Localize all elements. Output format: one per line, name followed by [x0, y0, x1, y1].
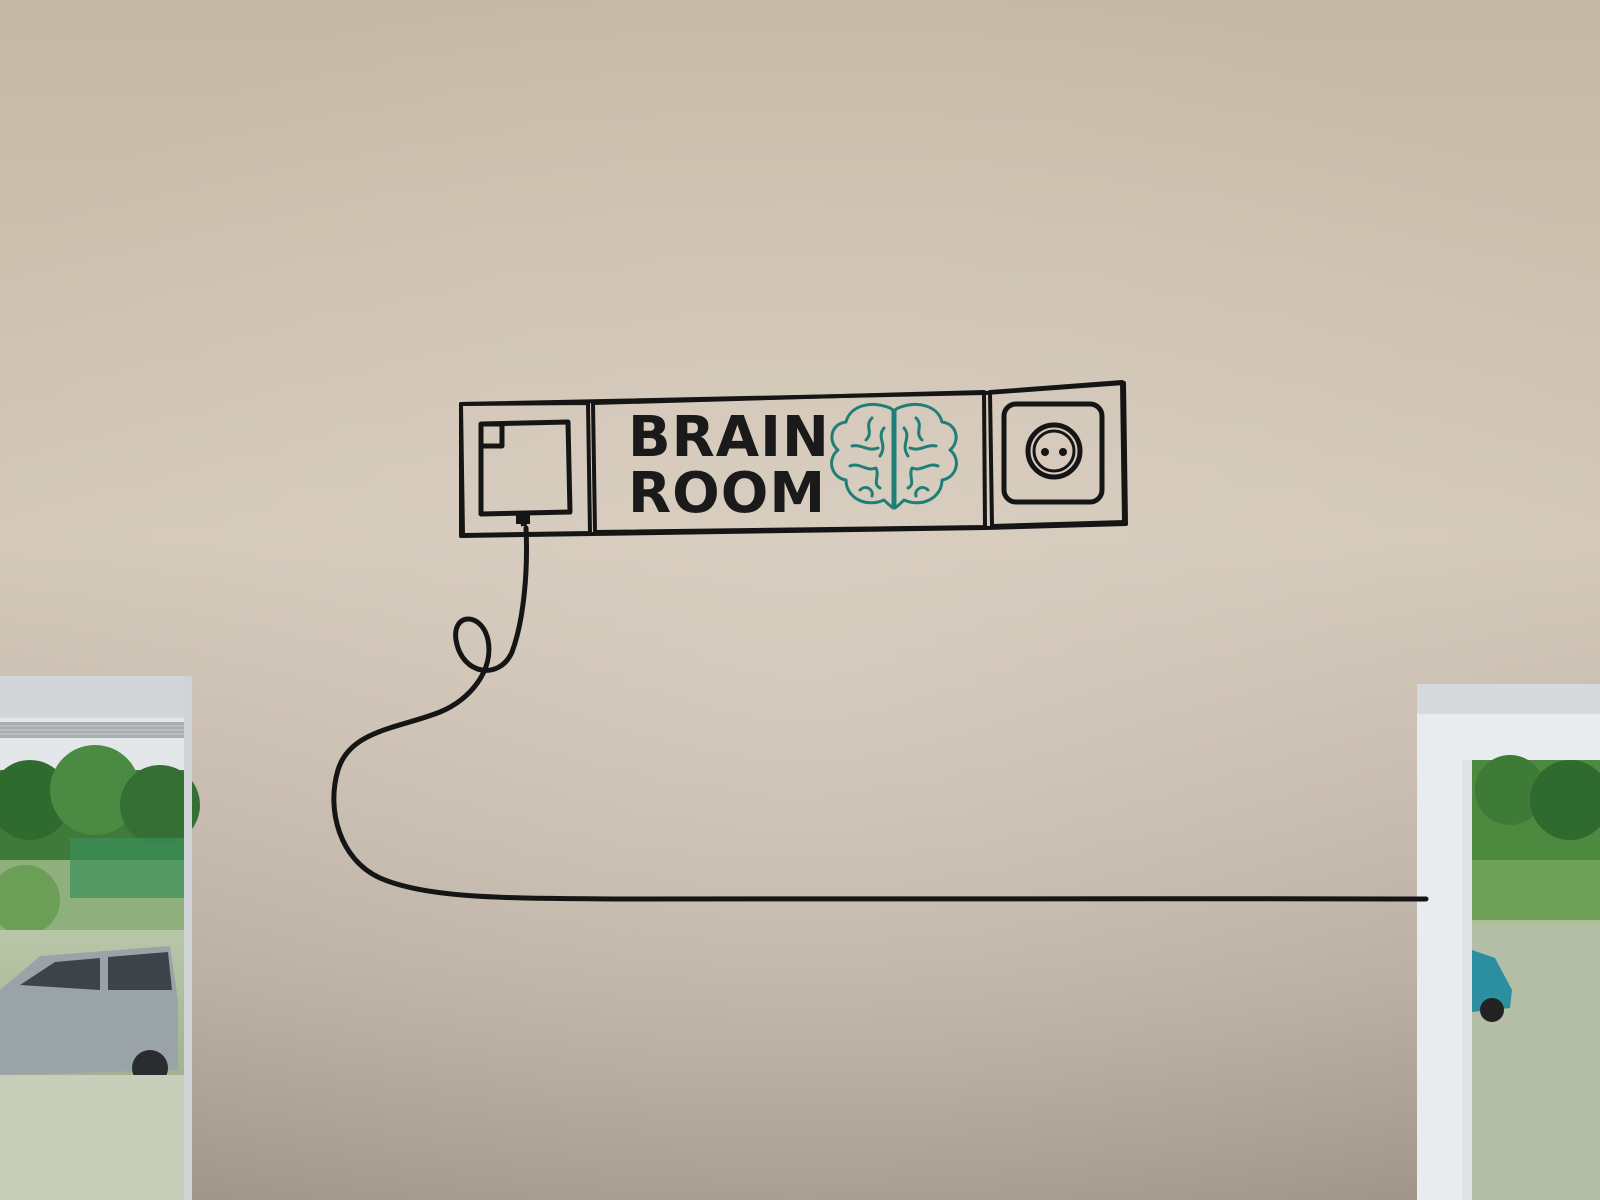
parked-car — [0, 946, 178, 1086]
power-cable — [331, 525, 1429, 902]
socket-module — [988, 380, 1126, 528]
sign-title-line1: BRAIN — [628, 405, 830, 470]
parked-car-2 — [1472, 950, 1512, 1022]
power-socket-icon — [1001, 401, 1105, 505]
sign-title-line2: ROOM — [628, 461, 826, 526]
wall-sign — [459, 380, 1128, 538]
label-module — [591, 390, 987, 534]
switch-module — [459, 401, 592, 537]
left-window — [0, 676, 200, 1200]
light-switch-icon — [478, 419, 573, 527]
right-window — [1417, 684, 1600, 1200]
brain-icon — [830, 403, 958, 510]
